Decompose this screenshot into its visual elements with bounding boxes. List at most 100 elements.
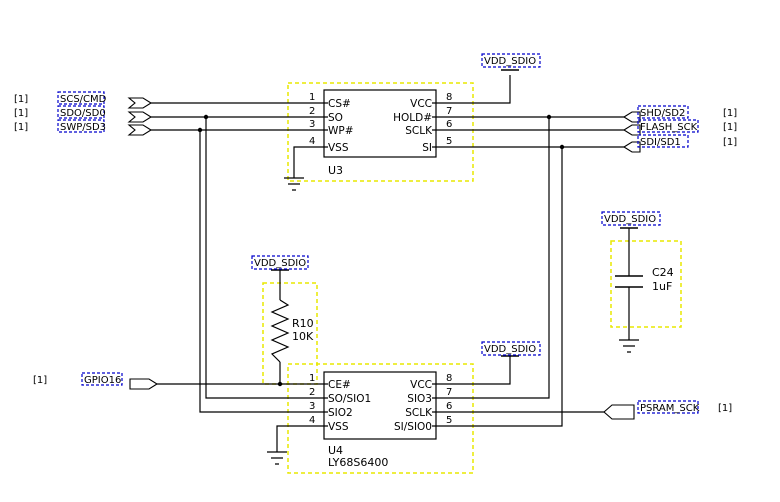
sheet-ref: [1] [14, 94, 28, 105]
wire-sd0-to-sio1 [205, 117, 328, 399]
net-box [637, 105, 689, 119]
u4-pin4-name: VSS [328, 421, 349, 433]
port-arrow-icon [127, 97, 153, 109]
c24-value: 1uF [652, 280, 672, 293]
u4-ref: U4 [328, 444, 343, 457]
sheet-ref: [1] [723, 122, 737, 133]
net-label-vdd-sdio: VDD_SDIO [604, 214, 656, 225]
net-label-shd-sd2: SHD/SD2 [640, 108, 685, 119]
net-label-psram-sck: PSRAM_SCK [640, 403, 700, 414]
u3-pin3-name: WP# [328, 125, 354, 137]
net-box [637, 119, 699, 133]
u3-pin3-num: 3 [309, 119, 315, 130]
wire-sd2-to-sio3 [432, 117, 550, 399]
wire-u4-vcc [432, 356, 511, 385]
r10-resistor: R10 10K [270, 299, 314, 363]
u4-pin6-num: 6 [446, 401, 452, 412]
u3-pin4-num: 4 [309, 136, 315, 147]
u3-outline [287, 82, 474, 182]
u4-pin3-name: SIO2 [328, 407, 353, 419]
port-arrow-icon [622, 124, 641, 136]
port-connectors [127, 97, 641, 420]
junction-dot [203, 114, 209, 120]
u4-body [323, 371, 437, 440]
net-label-vdd-sdio: VDD_SDIO [484, 344, 536, 355]
net-box [637, 134, 689, 148]
net-label-swp-sd3: SWP/SD3 [60, 122, 106, 133]
wire-sd3-to-sio2 [199, 130, 328, 413]
net-box [57, 105, 105, 119]
port-arrow-icon [127, 111, 153, 123]
u3-pin6-name: SCLK [405, 125, 433, 137]
c24-ref: C24 [652, 266, 674, 279]
wire-sd1-to-sio0 [432, 147, 563, 427]
u4-pin3-num: 3 [309, 401, 315, 412]
sheet-ref: [1] [14, 122, 28, 133]
u3-pin7-name: HOLD# [393, 112, 432, 124]
u3-pin8-name: VCC [410, 98, 432, 110]
ground-symbols [267, 177, 639, 465]
net-box [637, 400, 699, 414]
u4-pin4-num: 4 [309, 415, 315, 426]
wires [151, 75, 630, 452]
u4-pin8-name: VCC [410, 379, 432, 391]
net-labels: SCS/CMD SDO/SD0 SWP/SD3 GPIO16 SHD/SD2 F… [60, 56, 700, 414]
r10-ref: R10 [292, 317, 314, 330]
wire-u3-vcc [432, 75, 511, 104]
sheet-ref: [1] [718, 403, 732, 414]
junction-dot [277, 381, 283, 387]
u4-pin5-num: 5 [446, 415, 452, 426]
c24-ground-icon [619, 339, 639, 353]
u3-pin1-name: CS# [328, 98, 351, 110]
port-arrow-icon [603, 404, 635, 420]
net-label-vdd-sdio: VDD_SDIO [484, 56, 536, 67]
u3-body [323, 89, 437, 158]
u4-ground-icon [267, 451, 287, 465]
net-box [481, 341, 541, 356]
u4-pin1-num: 1 [309, 373, 315, 384]
sheet-ref: [1] [723, 108, 737, 119]
u4-pin8-num: 8 [446, 373, 452, 384]
net-box [57, 91, 105, 105]
u3-pin8-num: 8 [446, 92, 452, 103]
u3-pin7-num: 7 [446, 106, 452, 117]
port-arrow-icon [127, 124, 153, 136]
net-box [251, 255, 309, 270]
net-box [57, 119, 105, 133]
sheet-ref: [1] [14, 108, 28, 119]
u4-pin2-name: SO/SIO1 [328, 393, 371, 405]
power-flags [271, 69, 638, 357]
sheet-ref: [1] [723, 137, 737, 148]
junctions [197, 114, 565, 387]
port-arrow-icon [622, 111, 641, 123]
u3-ref: U3 [328, 164, 343, 177]
u4-part: LY68S6400 [328, 456, 388, 469]
net-label-vdd-sdio: VDD_SDIO [254, 258, 306, 269]
sheet-ref: [1] [33, 375, 47, 386]
u4-chip: 1 2 3 4 CE# SO/SIO1 SIO2 VSS 8 7 6 5 VCC… [309, 371, 452, 469]
net-box [481, 53, 541, 68]
wire-u3-vss [293, 146, 328, 178]
u4-pin7-num: 7 [446, 387, 452, 398]
u3-pin5-name: SI [422, 142, 432, 154]
net-label-flash-sck: FLASH_SCK [640, 122, 698, 133]
u3-pin4-name: VSS [328, 142, 349, 154]
net-label-sdo-sd0: SDO/SD0 [60, 108, 106, 119]
junction-dot [546, 114, 552, 120]
net-label-boxes [57, 53, 699, 414]
wire-u4-vss [276, 425, 328, 452]
u3-pin2-name: SO [328, 112, 343, 124]
c24-capacitor: C24 1uF [615, 266, 674, 293]
u4-outline [287, 363, 474, 474]
r10-value: 10K [292, 330, 314, 343]
u3-chip: 1 2 3 4 CS# SO WP# VSS 8 7 6 5 VCC HOLD#… [309, 89, 452, 177]
junction-dot [559, 144, 565, 150]
junction-dot [197, 127, 203, 133]
sheet-refs: [1] [1] [1] [1] [1] [1] [1] [1] [14, 94, 737, 414]
u4-pin5-name: SI/SIO0 [394, 421, 432, 433]
capacitor-icon [615, 275, 643, 288]
u4-pin2-num: 2 [309, 387, 315, 398]
net-label-scs-cmd: SCS/CMD [60, 94, 107, 105]
u4-pin6-name: SCLK [405, 407, 433, 419]
